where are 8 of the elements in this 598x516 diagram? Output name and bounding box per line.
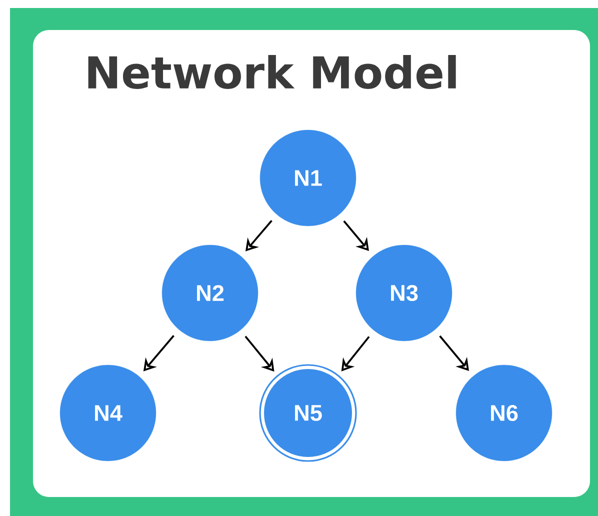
arrow xyxy=(439,335,469,371)
network-node: N5 xyxy=(259,364,357,462)
network-node: N2 xyxy=(162,244,258,342)
network-node: N1 xyxy=(260,130,356,226)
network-node: N6 xyxy=(456,364,552,462)
network-node: N4 xyxy=(60,364,156,462)
network-node: N3 xyxy=(356,244,452,342)
title: Network Model xyxy=(88,54,456,90)
